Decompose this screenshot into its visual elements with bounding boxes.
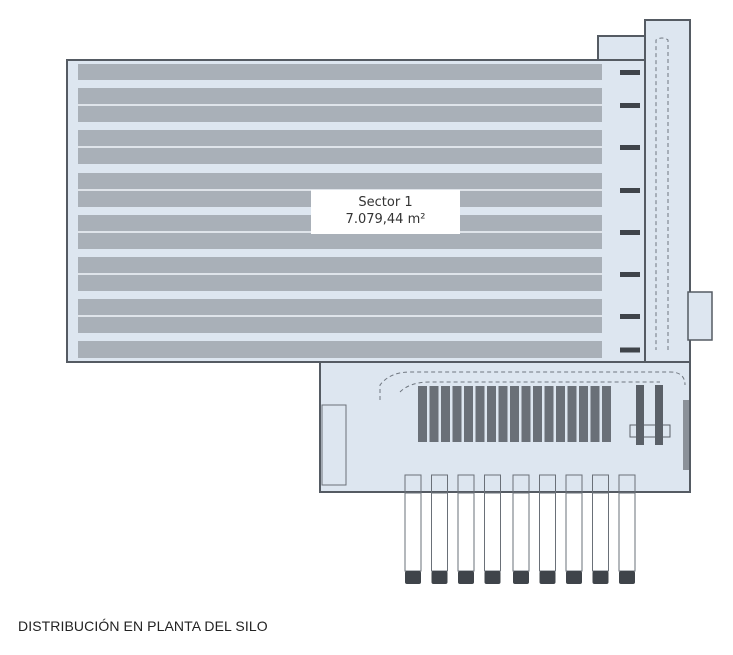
storage-column bbox=[579, 386, 588, 442]
dock-station bbox=[539, 571, 556, 584]
sector-area: 7.079,44 m² bbox=[345, 212, 426, 227]
storage-column bbox=[487, 386, 496, 442]
dock-conveyor bbox=[592, 492, 609, 572]
rack-shuttle bbox=[620, 230, 640, 235]
storage-column bbox=[521, 386, 531, 442]
dock-conveyor bbox=[484, 492, 501, 572]
dock-conveyor bbox=[404, 492, 422, 572]
rack-row bbox=[78, 341, 602, 358]
storage-column bbox=[464, 386, 473, 442]
dock-conveyor bbox=[457, 492, 475, 572]
machinery bbox=[629, 385, 689, 470]
storage-column bbox=[418, 386, 427, 442]
sector-name: Sector 1 bbox=[358, 195, 413, 210]
dock-station bbox=[566, 571, 582, 584]
rack-shuttle bbox=[620, 145, 640, 150]
dock-station bbox=[592, 571, 609, 584]
rack-panel bbox=[683, 400, 689, 470]
corridor-path bbox=[655, 37, 669, 350]
dock-conveyor bbox=[431, 492, 448, 572]
side-box bbox=[687, 291, 713, 341]
storage-column bbox=[510, 386, 519, 442]
dock-station bbox=[431, 571, 448, 584]
sector-label: Sector 1 7.079,44 m² bbox=[311, 190, 460, 234]
vertical-corridor bbox=[644, 19, 691, 363]
storage-column bbox=[441, 386, 450, 442]
dock-conveyor bbox=[539, 492, 556, 572]
storage-column bbox=[590, 386, 600, 442]
conveyor-path-2 bbox=[399, 381, 660, 393]
storage-column bbox=[556, 386, 565, 442]
storage-column bbox=[602, 386, 611, 442]
annex-top bbox=[597, 35, 647, 61]
dock-station bbox=[405, 571, 421, 584]
rack-shuttle bbox=[620, 347, 640, 353]
rack-row bbox=[78, 64, 602, 80]
loading-docks bbox=[404, 474, 636, 584]
dock-conveyor bbox=[618, 492, 636, 572]
rack-shuttle bbox=[620, 314, 640, 319]
dock-station bbox=[513, 571, 529, 584]
storage-column bbox=[544, 386, 554, 442]
dock-station bbox=[619, 571, 635, 584]
dock-station bbox=[484, 571, 501, 584]
machine bbox=[655, 385, 663, 445]
rack-shuttle bbox=[620, 272, 640, 277]
conveyor-path bbox=[379, 371, 686, 400]
storage-column bbox=[533, 386, 542, 442]
machine bbox=[636, 385, 644, 445]
dock-conveyor bbox=[565, 492, 583, 572]
dock-conveyor bbox=[512, 492, 530, 572]
rack-shuttle bbox=[620, 70, 640, 75]
office-room bbox=[321, 404, 347, 486]
storage-column bbox=[567, 386, 577, 442]
storage-column bbox=[475, 386, 485, 442]
storage-columns bbox=[418, 386, 611, 442]
storage-column bbox=[452, 386, 462, 442]
figure-caption: DISTRIBUCIÓN EN PLANTA DEL SILO bbox=[18, 618, 268, 634]
storage-column bbox=[429, 386, 439, 442]
dock-station bbox=[458, 571, 474, 584]
storage-column bbox=[498, 386, 508, 442]
rack-shuttle bbox=[620, 188, 640, 193]
machine bbox=[629, 424, 671, 438]
rack-shuttle bbox=[620, 103, 640, 108]
